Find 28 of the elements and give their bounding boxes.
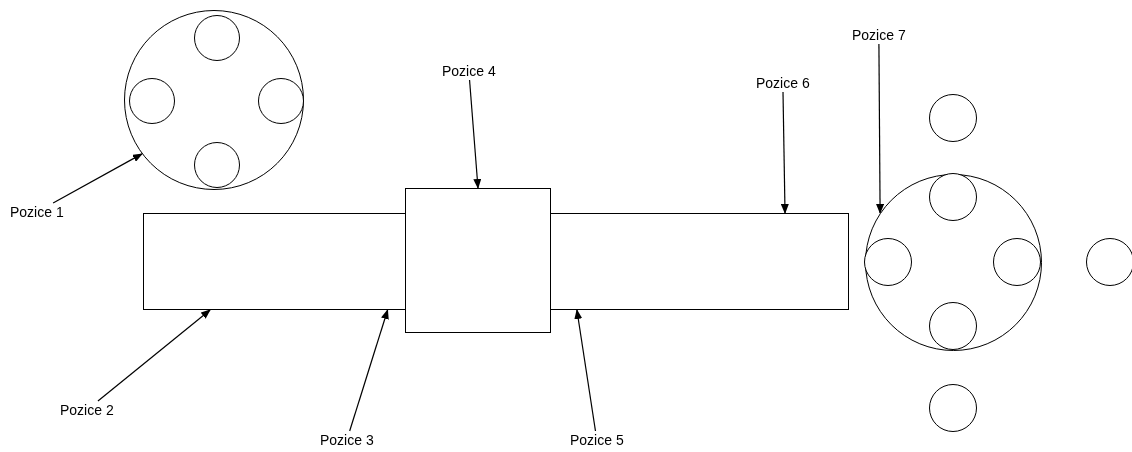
leader-arrow — [780, 91, 789, 214]
large-circle — [1086, 238, 1132, 286]
position-label: Pozice 7 — [850, 26, 908, 44]
rectangle-shape — [143, 213, 406, 310]
rectangle-shape — [550, 213, 849, 310]
leader-arrow — [349, 309, 389, 432]
small-circle — [929, 302, 977, 350]
small-circle — [993, 238, 1041, 286]
large-circle — [929, 384, 977, 432]
leader-arrow — [468, 79, 482, 189]
large-circle — [929, 94, 977, 142]
position-label: Pozice 6 — [754, 74, 812, 92]
position-label: Pozice 4 — [440, 62, 498, 80]
small-circle — [864, 238, 912, 286]
leader-arrow — [574, 309, 597, 432]
small-circle — [929, 173, 977, 221]
rectangle-shape — [405, 188, 551, 333]
small-circle — [194, 142, 240, 188]
leader-arrow — [876, 43, 885, 215]
small-circle — [129, 78, 175, 124]
leader-arrow — [52, 153, 143, 204]
position-label: Pozice 5 — [568, 431, 626, 449]
small-circle — [258, 78, 304, 124]
leader-arrow — [97, 309, 211, 402]
position-label: Pozice 3 — [318, 431, 376, 449]
small-circle — [194, 15, 240, 61]
position-label: Pozice 2 — [58, 401, 116, 419]
position-label: Pozice 1 — [8, 203, 66, 221]
